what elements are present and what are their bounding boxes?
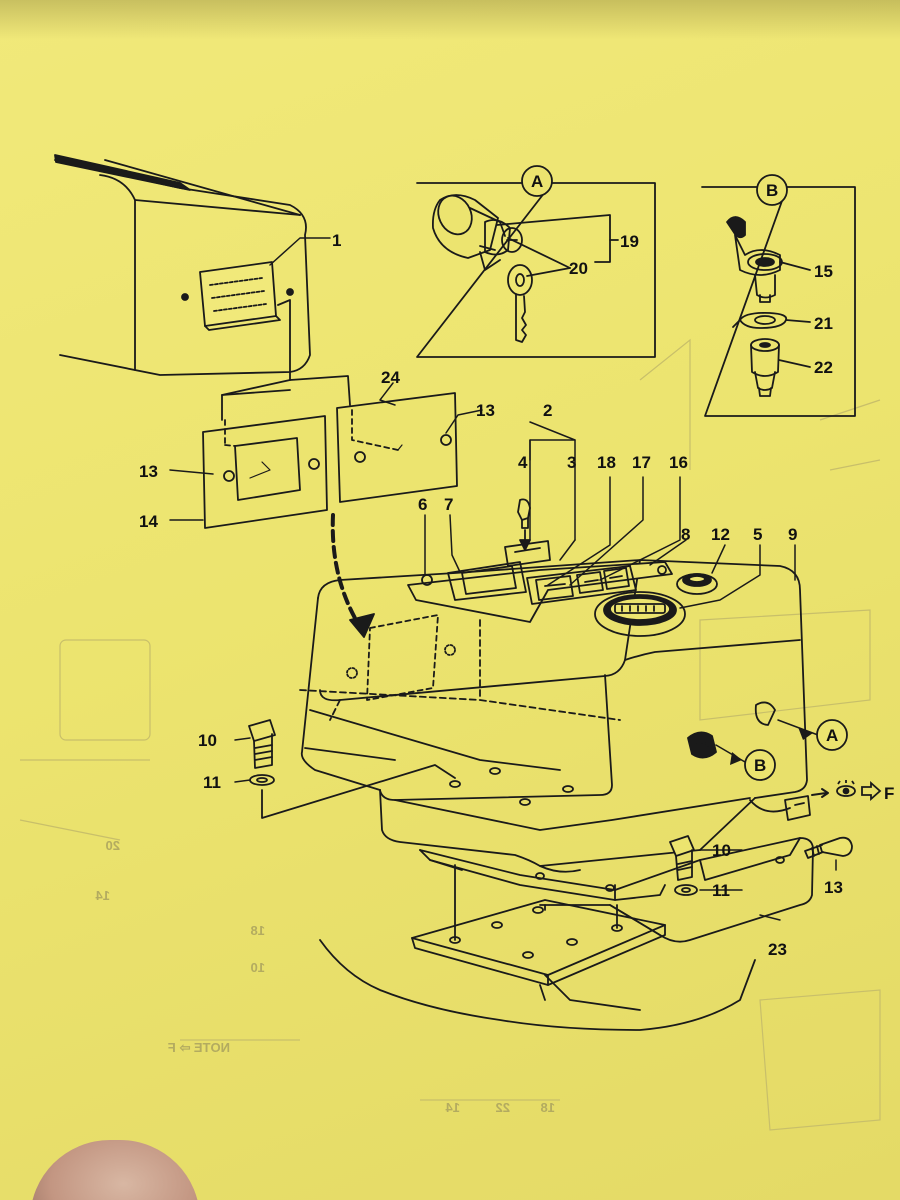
detail-a-letter: A: [531, 172, 543, 191]
washer-11-right: [674, 884, 698, 896]
callout-21: 21: [814, 314, 833, 333]
callout-16: 16: [669, 453, 688, 472]
hour-meter: [594, 591, 686, 637]
callout-1: 1: [332, 231, 341, 250]
fuse-label-plate: [199, 261, 281, 331]
ghost-label: 22: [496, 1100, 510, 1115]
callout-11-right: 11: [712, 881, 730, 900]
cable-connector: [749, 795, 811, 821]
eye-icon: [836, 785, 856, 797]
callout-15: 15: [814, 262, 833, 281]
push-button: [676, 573, 718, 595]
ghost-label: 18: [251, 923, 265, 938]
floor-plate: [411, 899, 666, 986]
page-shadow: [0, 0, 900, 40]
view-indicator: [836, 780, 882, 802]
callout-4: 4: [518, 453, 528, 472]
circle-a-pointer: [816, 719, 848, 751]
callout-8: 8: [681, 525, 690, 544]
callout-23: 23: [768, 940, 787, 959]
callout-24: 24: [381, 368, 400, 387]
callout-12: 12: [711, 525, 730, 544]
washer-11-left: [249, 774, 275, 786]
detail-b-letter: B: [766, 181, 778, 200]
console-housing: [299, 559, 808, 873]
callout-circles: [521, 165, 848, 781]
callout-9: 9: [788, 525, 797, 544]
indicator-bulb: [517, 498, 531, 551]
callout-13-left: 13: [139, 462, 158, 481]
part-callouts: 1 2 3 4 5 6 7 8 9 10 10 11 11 12 13 13 1…: [139, 231, 843, 959]
circle-b-pointer: [744, 749, 776, 781]
bleed-through-ghost: [19, 338, 881, 1131]
callout-leaders: [169, 237, 837, 921]
screw-13-right: [804, 836, 853, 859]
callout-3: 3: [567, 453, 576, 472]
callout-13-top: 13: [476, 401, 495, 420]
ghost-label: 20: [106, 838, 120, 853]
callout-2: 2: [543, 401, 552, 420]
callout-14: 14: [139, 512, 158, 531]
callout-5: 5: [753, 525, 762, 544]
callout-11-left: 11: [203, 773, 221, 792]
callout-17: 17: [632, 453, 651, 472]
ghost-label: 14: [445, 1100, 460, 1115]
callout-13-right: 13: [824, 878, 843, 897]
callout-18: 18: [597, 453, 616, 472]
circle-a-detail: [521, 165, 553, 197]
machine-frame-lower: [319, 939, 756, 1031]
machine-cab-outline: [54, 154, 311, 376]
callout-19: 19: [620, 232, 639, 251]
circle-b-detail: [756, 174, 788, 206]
side-socket: [687, 731, 717, 759]
pointer-b-letter: B: [754, 756, 766, 775]
cover-panel-24: [336, 392, 458, 503]
callout-10-right: 10: [712, 841, 731, 860]
leader-line: [261, 764, 456, 819]
bolt-10-left: [248, 719, 276, 769]
pointer-f-letter: F: [884, 784, 894, 803]
callout-22: 22: [814, 358, 833, 377]
callout-10-left: 10: [198, 731, 217, 750]
assembly-arrow: [330, 513, 364, 632]
callout-20: 20: [569, 259, 588, 278]
arrow-right-icon: [861, 780, 882, 802]
detail-box-b: [701, 186, 856, 417]
ghost-label: NOTE ⇨ F: [168, 1040, 230, 1055]
ghost-label: 14: [95, 888, 110, 903]
bleed-through-text: 20 14 18 10 NOTE ⇨ F 18 22 14: [95, 838, 555, 1115]
callout-7: 7: [444, 495, 453, 514]
leader-line: [614, 884, 666, 901]
pointer-a-letter: A: [826, 726, 838, 745]
mounting-bracket: [419, 837, 814, 943]
ghost-label: 10: [251, 960, 265, 975]
bolt-10-right: [669, 835, 695, 881]
cover-panel-14: [202, 415, 328, 529]
callout-6: 6: [418, 495, 427, 514]
ghost-label: 18: [541, 1100, 555, 1115]
detail-box-a: [416, 182, 656, 358]
